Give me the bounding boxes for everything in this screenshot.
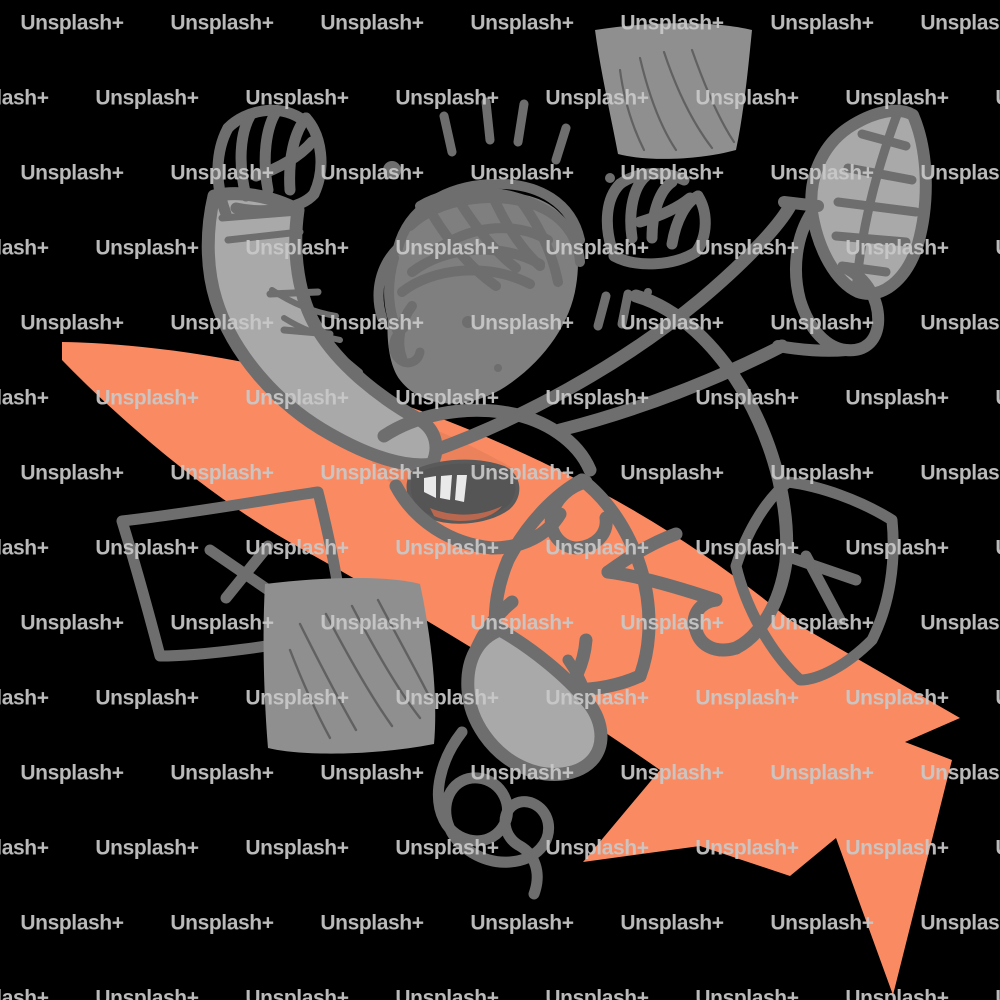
lower-shoe [461, 623, 608, 781]
open-shouting-mouth [406, 459, 520, 524]
head-with-scribble-hair [373, 178, 585, 404]
flying-paper-x-right [730, 476, 899, 686]
flying-paper-filled-left [263, 578, 436, 754]
motion-squiggle [432, 726, 555, 900]
motion-speed-lines [383, 97, 615, 183]
flying-shoe-sole [772, 104, 932, 357]
motion-speed-lines [593, 288, 652, 331]
flying-paper-filled-top [595, 23, 752, 159]
raised-right-hand [601, 168, 711, 270]
x-mark-icon [786, 550, 862, 626]
raised-left-hand [201, 104, 443, 472]
falling-businessman [201, 97, 797, 781]
